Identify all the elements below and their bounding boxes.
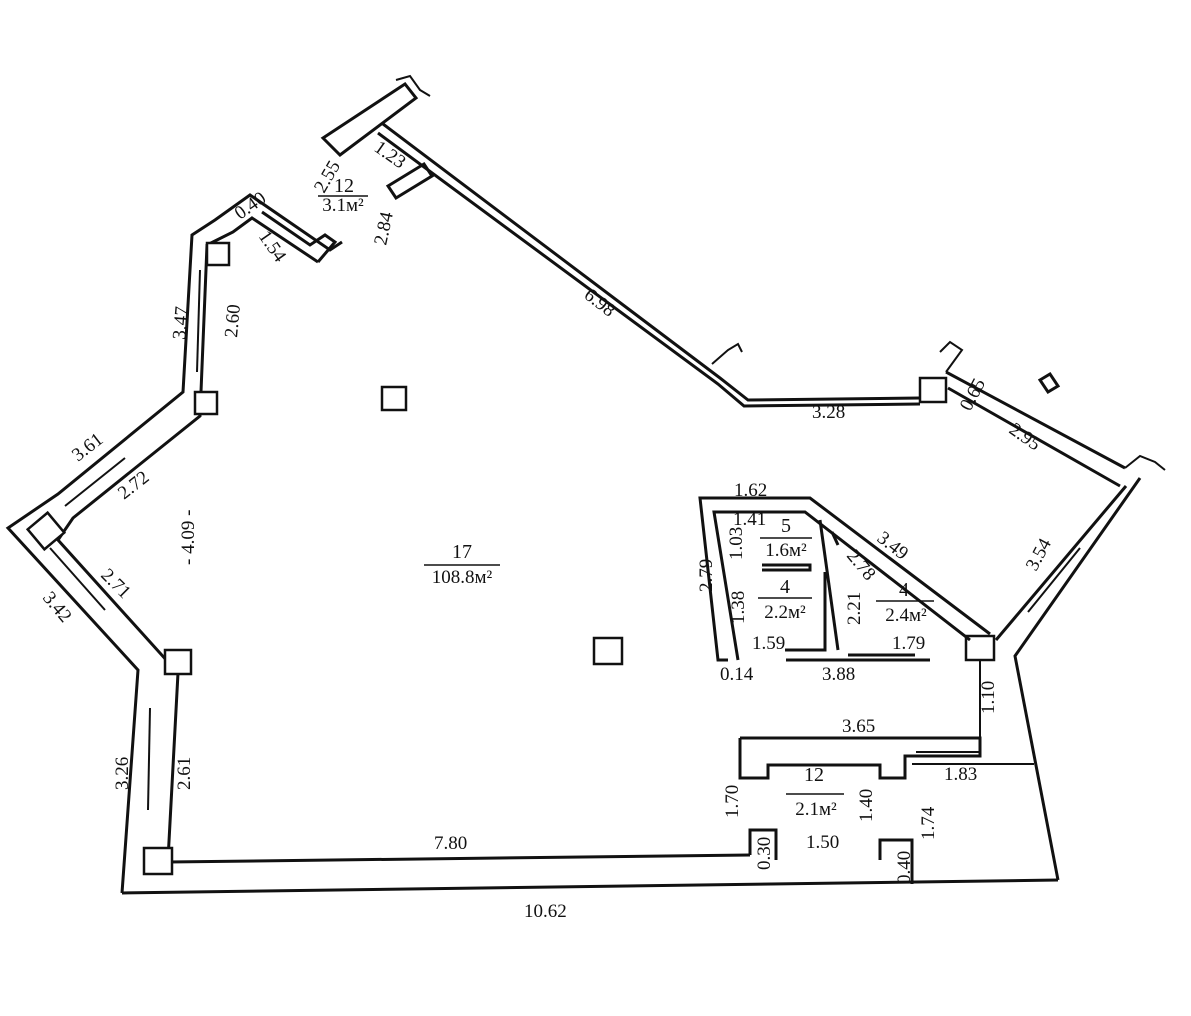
dim-271: 2.71: [96, 565, 134, 603]
dim-780: 7.80: [434, 833, 467, 854]
windows: [49, 269, 1081, 811]
dim-278: 2.78: [842, 546, 879, 585]
break-mark-698: [711, 342, 743, 365]
dim-162: 1.62: [734, 480, 767, 501]
room12-left-bottom: [748, 828, 778, 860]
room-12b-area: 2.1м²: [795, 799, 837, 820]
dim-154: 1.54: [254, 227, 291, 267]
room-4a-area: 2.2м²: [764, 602, 806, 623]
dim-388: 3.88: [822, 664, 855, 685]
outer-wall-inner-line: [56, 216, 319, 861]
top-cut-break: [395, 74, 431, 97]
pillars: [25, 241, 996, 876]
room12-top-outer: [738, 736, 982, 780]
room-main-number: 17: [452, 541, 472, 563]
break-mark-right-2: [1124, 454, 1166, 471]
dim-328: 3.28: [812, 402, 845, 423]
dim-354: 3.54: [1022, 535, 1056, 575]
partition-4-vertical-a: [785, 572, 827, 652]
room-labels: 17 108.8м² 12 3.1м² 5 1.6м² 4 2.2м² 4 2.…: [318, 175, 934, 820]
window-342: [49, 547, 106, 611]
dim-040a: 0.40: [231, 188, 270, 224]
dim-1062: 10.62: [524, 901, 567, 922]
wall-stub-295: [1037, 371, 1061, 395]
room-5-number: 5: [781, 515, 791, 537]
dim-103: 1.03: [726, 527, 747, 560]
window-261: [147, 707, 151, 811]
dim-409: - 4.09 -: [178, 510, 199, 565]
dim-159: 1.59: [752, 633, 785, 654]
right-upper-wall-b: [947, 386, 1121, 488]
dim-272: 2.72: [114, 467, 153, 504]
upper-diagonal-wall-b: [377, 131, 921, 408]
pillar-3: [25, 510, 67, 552]
inner-rooms: [698, 496, 991, 662]
room12-right-bottom: [878, 838, 914, 884]
room-4a-number: 4: [780, 576, 790, 598]
dim-284: 2.84: [370, 210, 398, 247]
room-balcony-area: 3.1м²: [322, 195, 364, 216]
dim-349: 3.49: [873, 527, 912, 564]
balcony-partition: [261, 210, 338, 263]
room-4b-area: 2.4м²: [885, 605, 927, 626]
upper-diagonal-wall-a: [382, 122, 921, 402]
dim-261: 2.61: [174, 757, 195, 790]
dim-347: 3.47: [169, 305, 193, 340]
wall-stub-284: [385, 161, 435, 201]
dim-123: 1.23: [370, 137, 409, 173]
room-main-area: 108.8м²: [432, 567, 493, 588]
room-5-area: 1.6м²: [765, 540, 807, 561]
dim-326: 3.26: [112, 757, 133, 790]
dim-260: 2.60: [221, 303, 245, 338]
dim-110: 1.10: [978, 681, 999, 714]
inner-rooms-outer: [698, 496, 991, 662]
right-diagonal-wall-b: [994, 485, 1128, 641]
dim-221: 2.21: [844, 592, 865, 625]
dim-698: 6.98: [580, 284, 619, 321]
right-upper-wall-a: [945, 370, 1126, 470]
partition-4-vertical-b: [818, 519, 840, 651]
pillar-2: [193, 390, 219, 416]
bottom-wall-outer: [121, 878, 1059, 895]
dim-141: 1.41: [733, 509, 766, 530]
dim-170: 1.70: [722, 785, 743, 818]
pillar-7: [592, 636, 624, 666]
room-12b-number: 12: [804, 764, 824, 786]
pillar-6: [380, 385, 408, 412]
partition-5-4: [762, 563, 812, 572]
pillar-1: [205, 241, 231, 267]
window-354: [1027, 547, 1081, 613]
pillar-5: [142, 846, 174, 876]
room-4b-number: 4: [899, 579, 909, 601]
bottom-wall-inner: [167, 853, 751, 864]
outer-wall-outer-line: [5, 193, 343, 894]
break-mark-right: [939, 340, 964, 373]
dim-365: 3.65: [842, 716, 875, 737]
dim-279: 2.79: [696, 559, 717, 592]
outer-walls: [5, 74, 1166, 895]
dim-150: 1.50: [806, 832, 839, 853]
dim-140: 1.40: [856, 789, 877, 822]
room-12-lower-walls: [738, 660, 1034, 884]
dim-179: 1.79: [892, 633, 925, 654]
partition-4-top: [830, 531, 840, 546]
right-diagonal-wall-a: [1013, 477, 1142, 881]
top-cut-wall: [320, 81, 419, 157]
inner-rooms-inner: [712, 510, 971, 661]
pillar-4: [163, 648, 193, 676]
pillar-9: [964, 634, 996, 662]
window-347: [196, 269, 201, 373]
window-272: [64, 457, 126, 507]
dim-040b: 0.40: [894, 851, 915, 884]
room-balcony-number: 12: [334, 175, 354, 197]
dim-014: 0.14: [720, 664, 754, 685]
dim-030: 0.30: [754, 837, 775, 870]
dim-174: 1.74: [918, 806, 939, 840]
pillar-8: [918, 376, 948, 404]
dim-183: 1.83: [944, 764, 977, 785]
dim-138: 1.38: [728, 591, 749, 624]
